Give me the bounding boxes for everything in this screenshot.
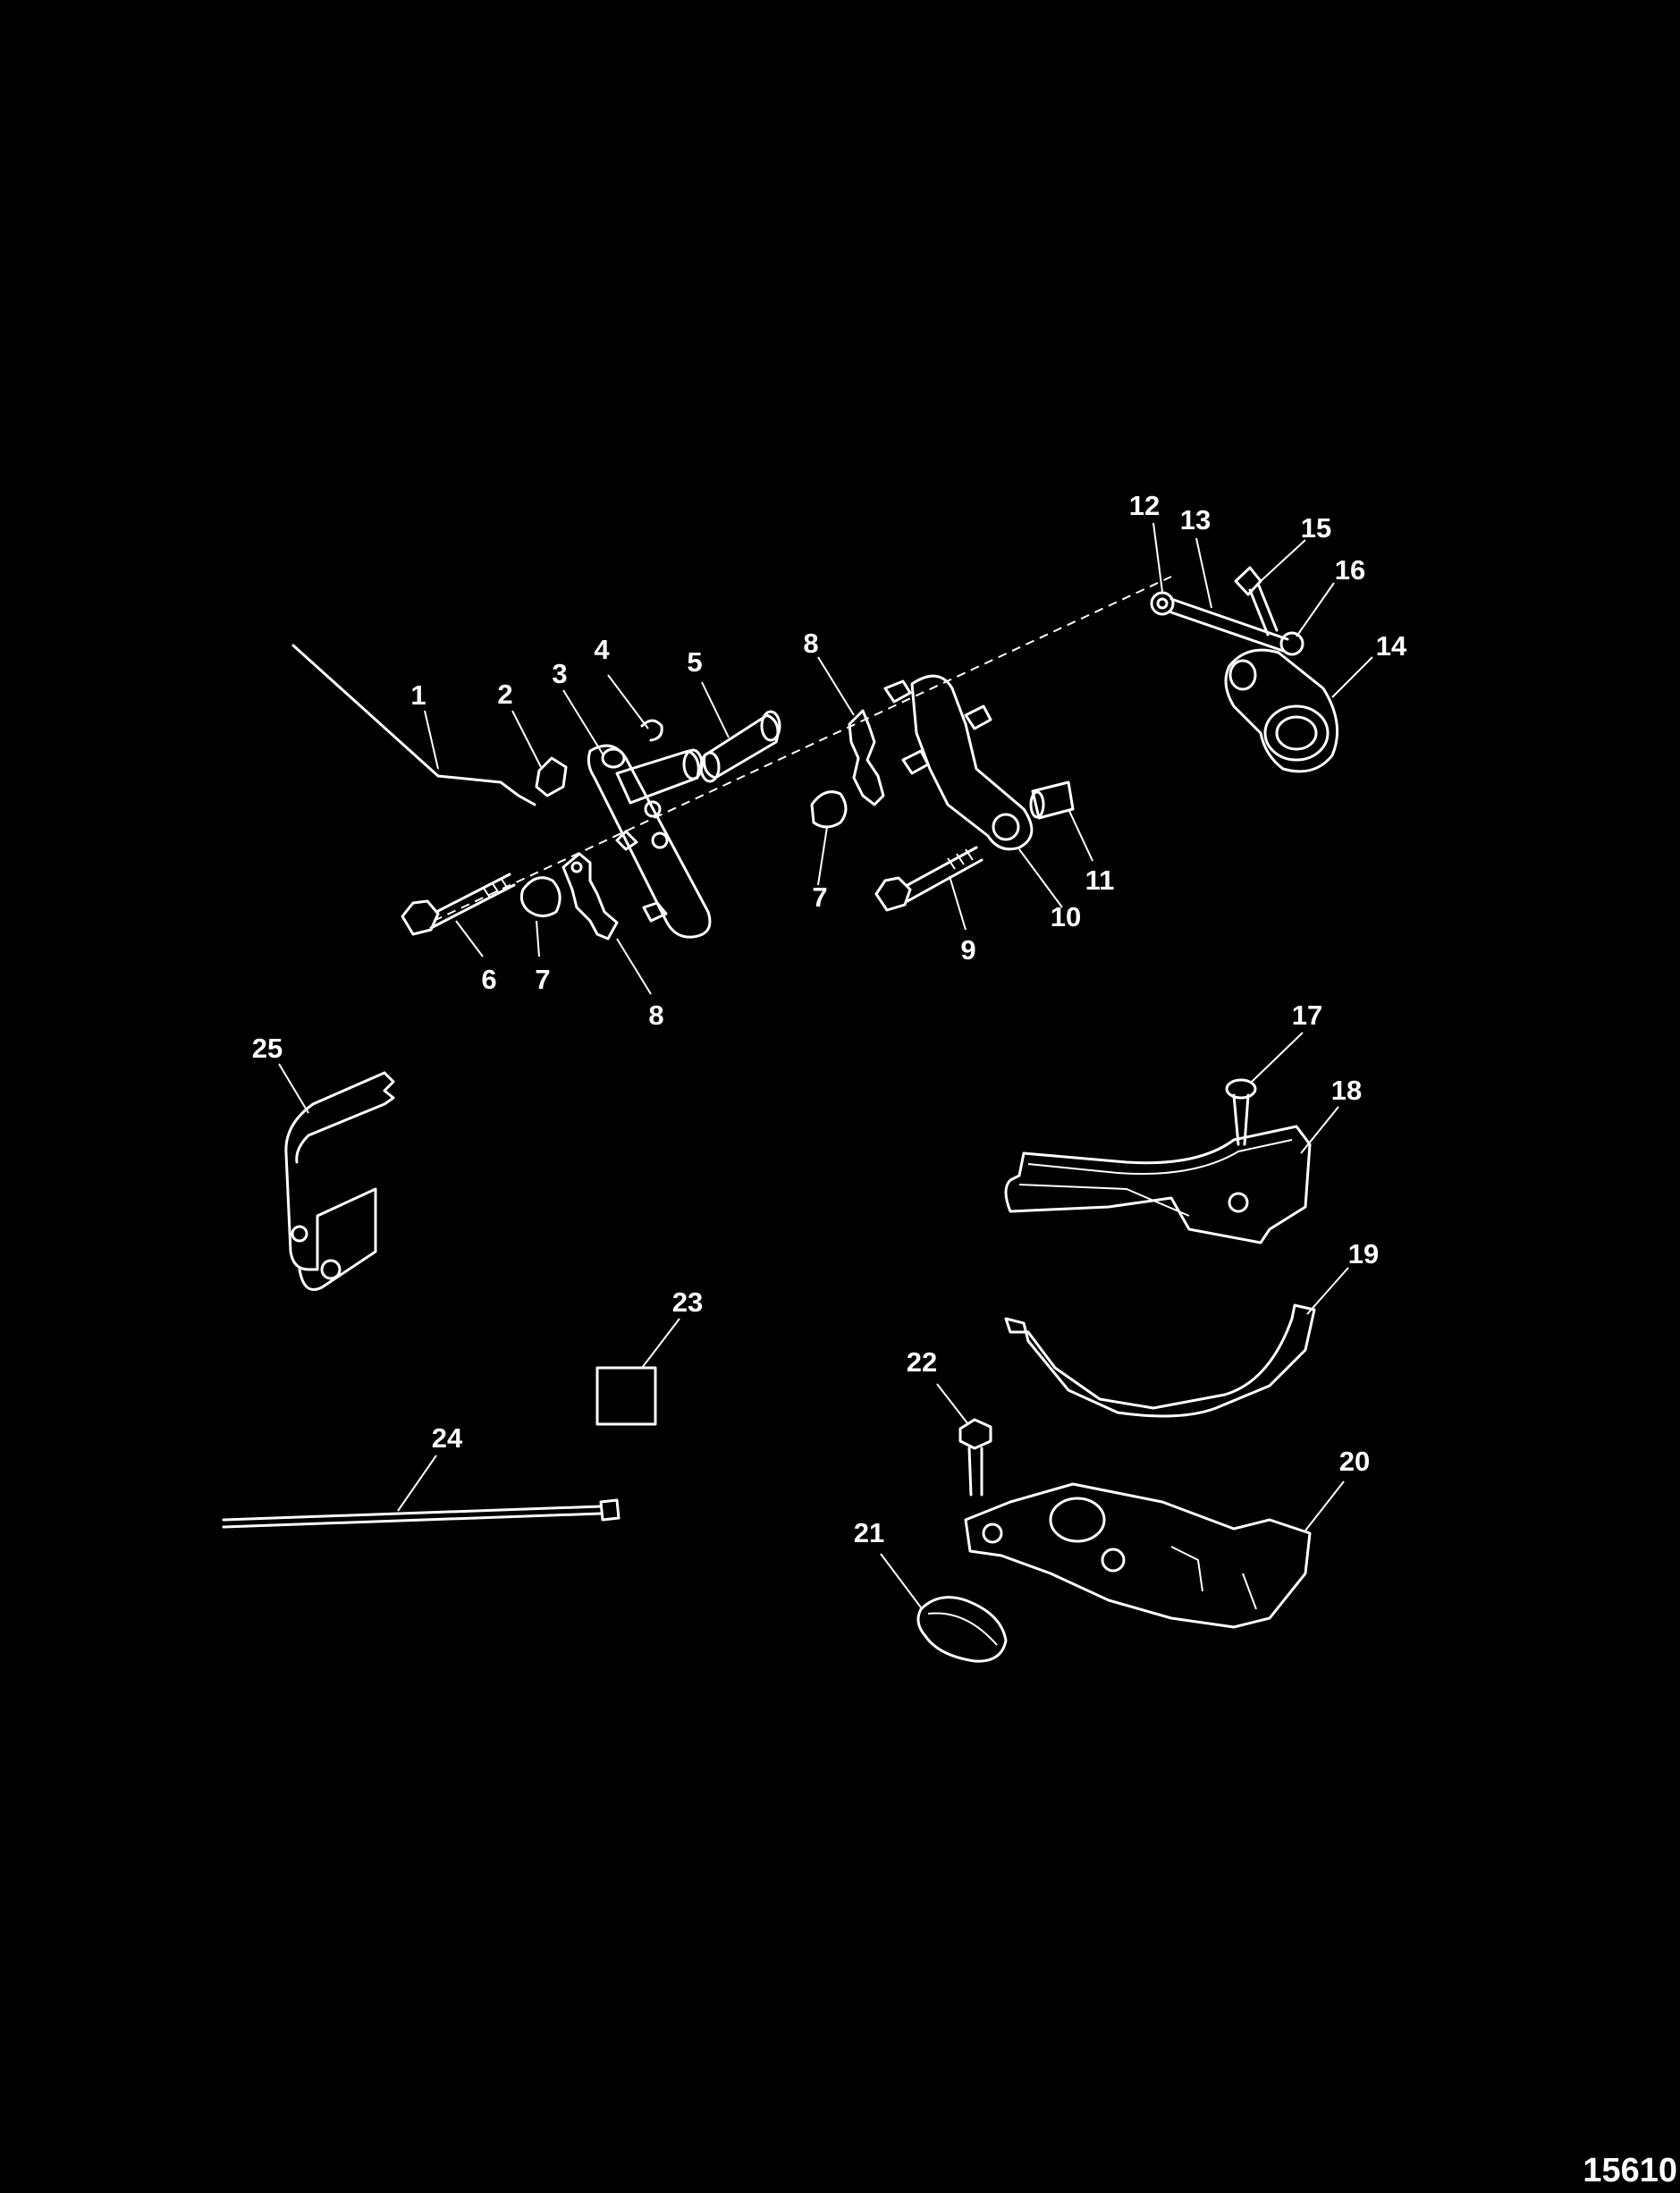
callout-23: 23 (672, 1286, 703, 1318)
callout-2: 2 (497, 679, 512, 710)
part-20-lower-housing (964, 1482, 1312, 1629)
part-7-cap-right (810, 790, 848, 829)
callout-7-right: 7 (812, 881, 827, 913)
callout-10: 10 (1051, 901, 1081, 932)
callout-20: 20 (1339, 1446, 1370, 1477)
callout-17: 17 (1292, 1000, 1322, 1031)
callout-21: 21 (854, 1517, 884, 1548)
leader-lines (278, 522, 1373, 1608)
part-14-throttle-cam (1224, 648, 1339, 773)
callout-16: 16 (1335, 554, 1365, 586)
part-25-bracket (284, 1071, 395, 1291)
part-12-ball-socket (1150, 591, 1175, 616)
part-23-decal (595, 1366, 657, 1426)
callout-8-left: 8 (648, 1000, 663, 1031)
part-13-link-rod (1169, 597, 1289, 653)
part-19-lower-trim (1004, 1303, 1316, 1418)
callout-22: 22 (907, 1346, 937, 1378)
part-6-bolt (401, 873, 516, 936)
part-17-screw (1225, 1078, 1257, 1146)
callout-14: 14 (1376, 630, 1407, 662)
part-24-cable-tie (222, 1498, 621, 1529)
part-1-link-rod (291, 644, 536, 806)
callout-7-left: 7 (535, 964, 550, 995)
part-18-upper-cover (1004, 1125, 1312, 1244)
callout-12: 12 (1129, 490, 1160, 521)
callout-15: 15 (1301, 512, 1331, 544)
callout-25: 25 (252, 1033, 283, 1064)
callout-18: 18 (1331, 1075, 1362, 1106)
callout-1: 1 (410, 679, 426, 711)
callout-19: 19 (1348, 1238, 1379, 1269)
lever-boss (615, 748, 704, 805)
callout-24: 24 (432, 1422, 463, 1454)
callout-13: 13 (1180, 504, 1211, 536)
figure-id: 15610 (1583, 2152, 1677, 2189)
part-8-link-clip-right (848, 709, 885, 806)
part-11-spacer (1029, 780, 1075, 820)
callout-6: 6 (481, 964, 496, 995)
part-5-bushing (699, 710, 781, 783)
part-21-grommet (916, 1596, 1008, 1663)
callout-5: 5 (687, 646, 702, 678)
part-10-throttle-arm (883, 674, 1034, 851)
part-9-bolt (874, 846, 984, 912)
part-22-bolt (958, 1418, 992, 1497)
callout-9: 9 (960, 934, 975, 966)
callout-3: 3 (552, 658, 567, 689)
part-8-link-clip-left (561, 852, 619, 940)
part-3-lever (587, 744, 712, 939)
callout-4: 4 (594, 634, 610, 665)
part-16-ball-stud (1279, 631, 1304, 656)
part-4-e-clip (640, 719, 663, 742)
callout-8-right: 8 (803, 628, 818, 659)
callout-11: 11 (1085, 865, 1115, 896)
part-2-rod-clip (535, 756, 568, 797)
part-7-cap-left (519, 876, 561, 917)
